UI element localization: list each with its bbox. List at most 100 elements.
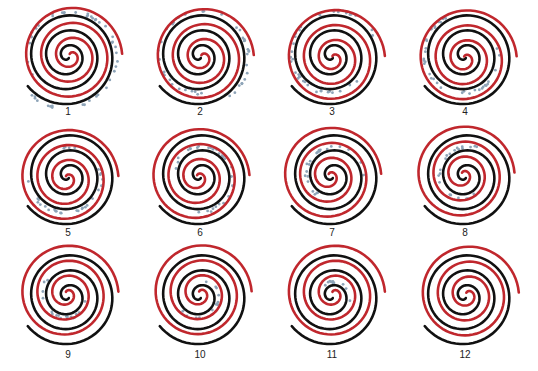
gas-dot [36, 99, 39, 102]
gas-dot [339, 90, 342, 93]
gas-dot [51, 15, 54, 18]
gas-dot [245, 64, 248, 67]
gas-dot [243, 78, 246, 81]
frame-number: 11 [327, 349, 337, 361]
gas-dot [307, 180, 310, 183]
gas-dot [448, 153, 451, 156]
gas-dot [111, 41, 114, 44]
gas-dot [194, 90, 197, 93]
gas-dot [239, 29, 242, 32]
gas-dot [294, 71, 297, 74]
gas-dot [59, 212, 62, 215]
gas-dot [423, 59, 426, 62]
gas-dot [114, 45, 117, 48]
gas-dot [84, 206, 87, 209]
gas-dot [214, 285, 217, 288]
gas-dot [319, 90, 322, 93]
gas-dot [246, 53, 249, 56]
gas-dot [327, 281, 330, 284]
gas-dot [41, 290, 44, 293]
orbiting-scroll [421, 10, 517, 99]
orbiting-scroll [154, 129, 250, 218]
gas-dot [206, 210, 209, 213]
gas-dot [163, 71, 166, 74]
gas-dot [481, 87, 484, 90]
orbiting-scroll [289, 246, 385, 335]
gas-dot [36, 201, 39, 204]
gas-dot [63, 11, 66, 14]
gas-dot [319, 148, 322, 151]
gas-dot [60, 212, 63, 215]
frame-number: 9 [65, 349, 71, 361]
gas-dot [453, 149, 456, 152]
orbiting-scroll [156, 245, 252, 334]
gas-dot [75, 209, 78, 212]
gas-dot [54, 210, 57, 213]
fixed-scroll [28, 15, 113, 104]
orbiting-scroll [285, 128, 381, 217]
gas-dot [42, 297, 45, 300]
gas-dot [39, 203, 42, 206]
gas-dot [327, 91, 330, 94]
gas-dot [212, 207, 215, 210]
frame-number: 3 [329, 106, 335, 118]
gas-dot [304, 174, 307, 177]
gas-dot [90, 15, 93, 18]
gas-dot [311, 190, 314, 193]
gas-dot [43, 281, 46, 284]
gas-dot [330, 145, 333, 148]
gas-dot [197, 211, 200, 214]
gas-dot [439, 168, 442, 171]
gas-dot [68, 146, 71, 149]
gas-dot [84, 300, 87, 303]
gas-dot [178, 87, 181, 90]
gas-dot [57, 314, 60, 317]
orbiting-scroll [26, 8, 122, 97]
frame-number: 2 [197, 106, 203, 118]
gas-dot [439, 172, 442, 175]
gas-dot [306, 175, 309, 178]
gas-dot [111, 35, 114, 38]
gas-dot [315, 192, 318, 195]
gas-dot [95, 95, 98, 98]
gas-dot [105, 86, 108, 89]
gas-dot [214, 205, 217, 208]
gas-dot [468, 92, 471, 95]
gas-dot [306, 84, 309, 87]
gas-dot [315, 91, 318, 94]
gas-dot [345, 287, 348, 290]
gas-dot [291, 58, 294, 61]
gas-dot [217, 294, 220, 297]
gas-dot [486, 83, 489, 86]
gas-dot [424, 50, 427, 53]
gas-dot [168, 78, 171, 81]
gas-dot [349, 299, 352, 302]
gas-dot [332, 280, 335, 283]
gas-dot [445, 154, 448, 157]
frame-number: 1 [65, 106, 71, 118]
gas-dot [31, 94, 34, 97]
gas-dot [315, 152, 318, 155]
gas-dot [316, 151, 319, 154]
gas-dot [47, 209, 50, 212]
gas-dot [235, 26, 238, 29]
gas-dot [461, 145, 464, 148]
gas-dot [94, 19, 97, 22]
gas-dot [113, 70, 116, 73]
gas-dot [342, 283, 345, 286]
gas-dot [438, 181, 441, 184]
gas-dot [177, 157, 180, 160]
orbiting-scroll [289, 10, 385, 99]
gas-dot [196, 93, 199, 96]
gas-dot [430, 77, 433, 80]
gas-dot [233, 91, 236, 94]
gas-dot [433, 26, 436, 29]
gas-dot [34, 97, 37, 100]
frame-number: 4 [462, 106, 468, 118]
gas-dot [83, 103, 86, 106]
gas-dot [27, 180, 30, 183]
gas-dot [108, 79, 111, 82]
gas-dot [184, 89, 187, 92]
gas-dot [44, 205, 47, 208]
fixed-scroll [425, 135, 510, 224]
